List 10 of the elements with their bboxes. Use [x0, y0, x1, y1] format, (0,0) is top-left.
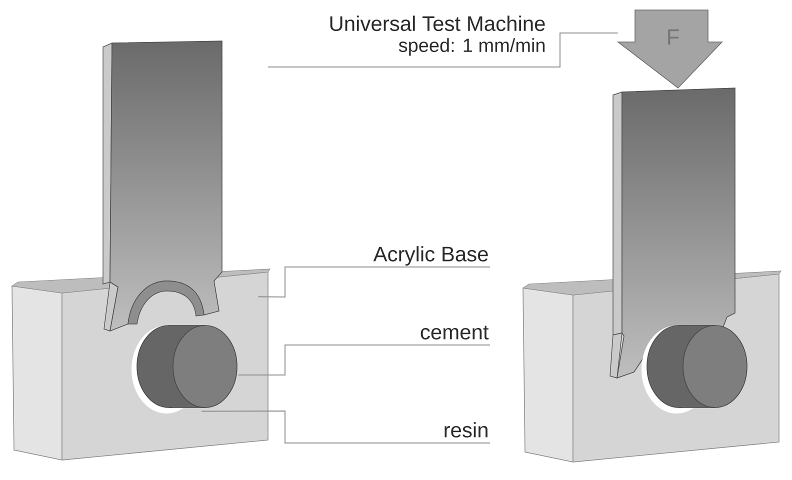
callout-label: resin — [444, 422, 488, 438]
callout-label: cement — [420, 326, 489, 340]
callout-label: Acrylic Base — [373, 246, 488, 266]
leader-line — [201, 410, 490, 444]
cylinder — [132, 325, 238, 414]
callout-label: Universal Test Machine speed: 1 mm/min — [330, 16, 545, 56]
leader-line — [258, 266, 490, 298]
cylinder — [642, 325, 748, 414]
leader-line — [238, 344, 490, 376]
leader-line — [268, 32, 618, 68]
